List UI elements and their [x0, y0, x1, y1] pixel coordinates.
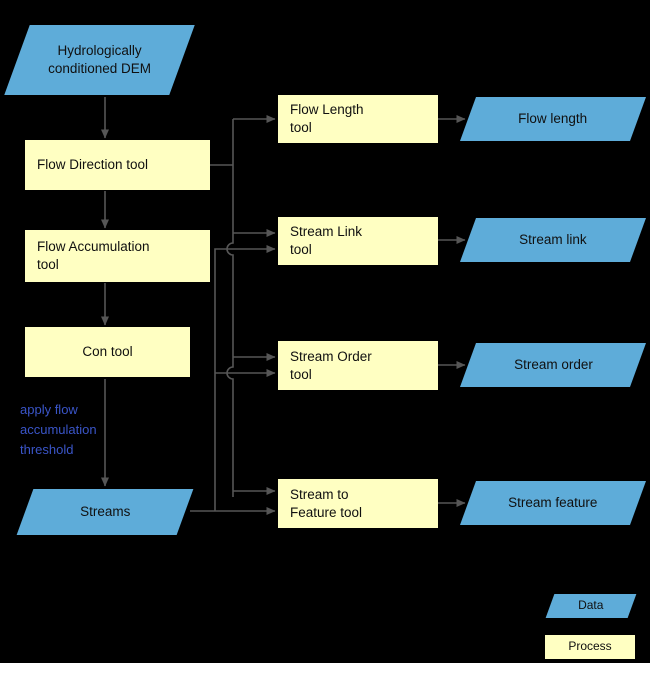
node-stream-link: Stream link	[459, 218, 647, 262]
node-dem-label: Hydrologically conditioned DEM	[48, 43, 151, 76]
node-stream-order-tool-label: Stream Order tool	[290, 348, 372, 382]
node-stream-to-feature-tool-label: Stream to Feature tool	[290, 486, 363, 520]
legend-process-label: Process	[568, 639, 612, 654]
node-con-tool-label: Con tool	[82, 344, 133, 360]
node-stream-to-feature-tool: Stream to Feature tool	[278, 479, 438, 528]
edge-streams-to-stream-link-tool	[214, 245, 276, 511]
bottom-margin	[0, 663, 650, 677]
node-streams-label: Streams	[79, 504, 131, 520]
node-streams: Streams	[16, 489, 194, 535]
node-con-tool: Con tool	[25, 327, 190, 377]
node-stream-order: Stream order	[459, 343, 647, 387]
node-stream-link-label: Stream link	[519, 232, 587, 248]
node-flow-length: Flow length	[459, 97, 647, 141]
node-stream-feature: Stream feature	[459, 481, 647, 525]
annotation-apply-threshold: apply flow accumulation threshold	[20, 402, 97, 457]
legend-data-shape: Data	[545, 594, 637, 618]
node-stream-feature-label: Stream feature	[508, 495, 598, 511]
node-flow-accumulation-tool-label: Flow Accumulation tool	[37, 239, 150, 272]
node-stream-link-tool: Stream Link tool	[278, 217, 438, 265]
node-stream-order-tool: Stream Order tool	[278, 341, 438, 390]
node-dem: Hydrologically conditioned DEM	[4, 25, 195, 95]
node-flow-direction-tool-label: Flow Direction tool	[37, 157, 149, 173]
node-stream-order-label: Stream order	[513, 357, 593, 373]
node-flow-accumulation-tool: Flow Accumulation tool	[25, 230, 210, 282]
node-flow-length-tool: Flow Length tool	[278, 95, 438, 143]
legend-process-shape: Process	[545, 635, 635, 659]
node-flow-length-label: Flow length	[518, 111, 588, 127]
node-flow-length-tool-label: Flow Length tool	[290, 102, 364, 135]
legend-data-label: Data	[578, 598, 604, 613]
edge-flow-direction-trunk	[226, 119, 234, 497]
node-flow-direction-tool: Flow Direction tool	[25, 140, 210, 190]
node-stream-link-tool-label: Stream Link tool	[290, 224, 363, 257]
